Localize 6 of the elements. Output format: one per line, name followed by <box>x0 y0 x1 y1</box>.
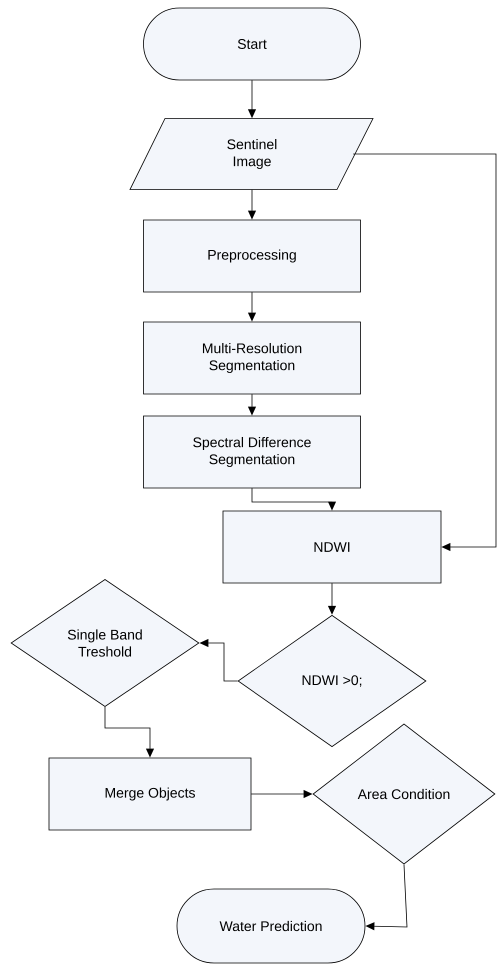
process-box: Multi-Resolution Segmentation <box>143 322 361 394</box>
arrow <box>352 154 496 552</box>
process-box: Merge Objects <box>48 758 252 830</box>
process-box: Spectral Difference Segmentation <box>143 416 361 488</box>
process-box: Preprocessing <box>143 220 361 292</box>
process-box: NDWI <box>222 510 442 584</box>
